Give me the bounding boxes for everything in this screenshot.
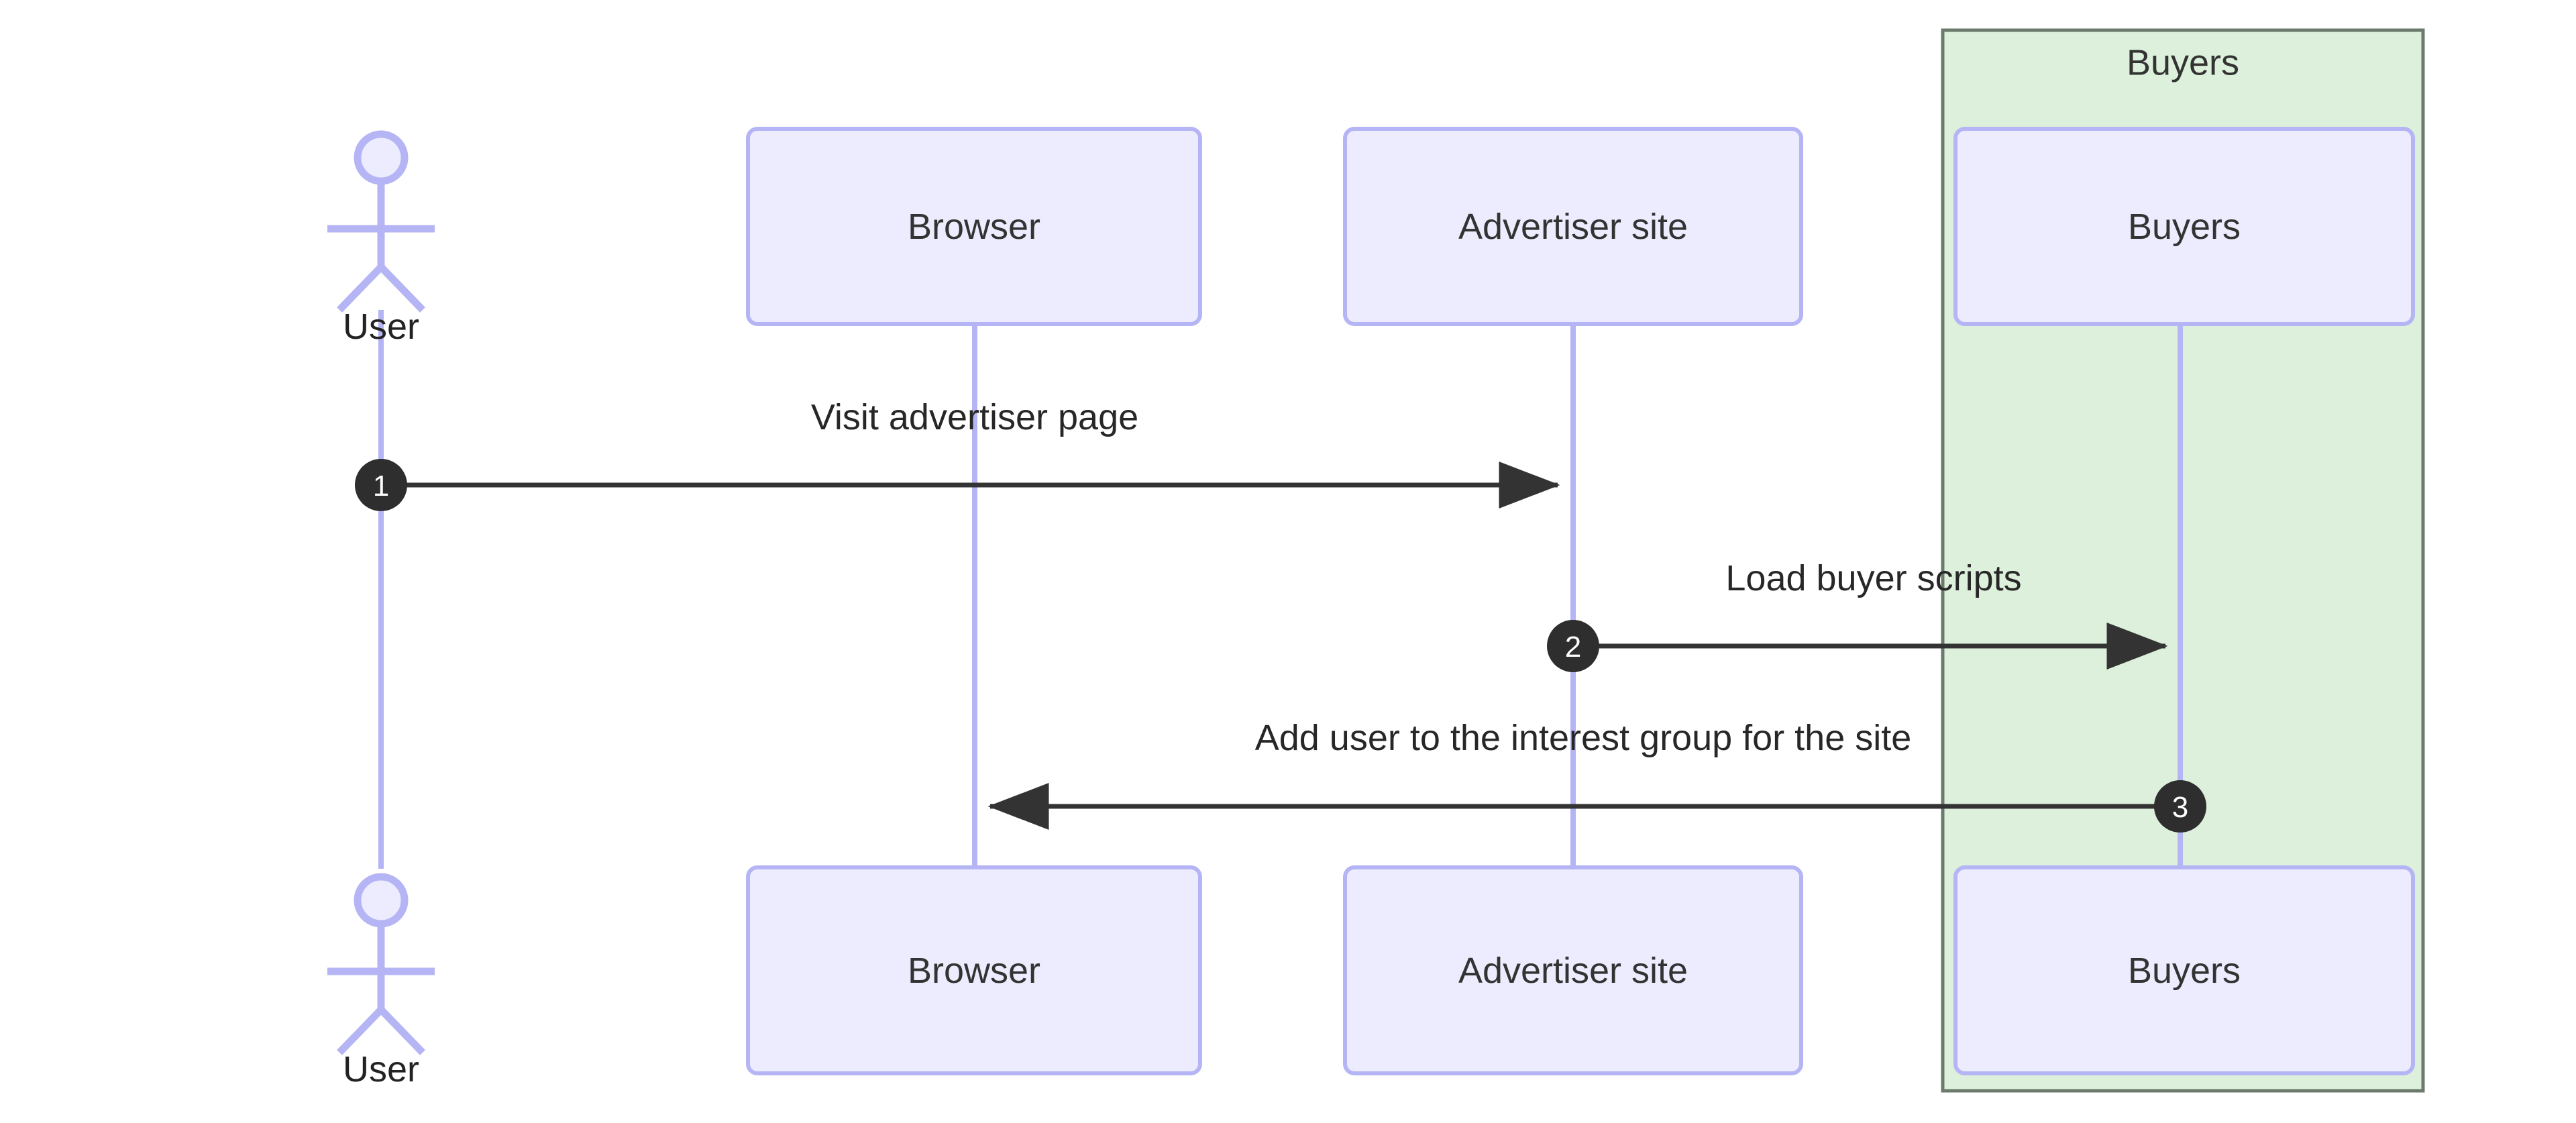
participant-label-buyers-top: Buyers bbox=[2128, 207, 2241, 247]
actor-head-icon bbox=[354, 873, 409, 928]
actor-label-user-top: User bbox=[343, 307, 419, 347]
participant-label-advertiser-top: Advertiser site bbox=[1458, 207, 1688, 247]
participant-box-rect bbox=[1343, 127, 1803, 326]
participant-buyers-bottom[interactable]: Buyers bbox=[1953, 865, 2415, 1075]
participant-box-rect bbox=[1343, 865, 1803, 1075]
participant-advertiser-top[interactable]: Advertiser site bbox=[1343, 127, 1803, 326]
actor-leg-right-icon bbox=[378, 1007, 425, 1055]
message-label-1: Visit advertiser page bbox=[811, 397, 1138, 437]
participant-box-rect bbox=[1953, 865, 2415, 1075]
participant-box-rect bbox=[746, 865, 1202, 1075]
message-label-2: Load buyer scripts bbox=[1725, 558, 2021, 598]
message-3[interactable]: Add user to the interest group for the s… bbox=[987, 718, 2206, 833]
message-marker-3 bbox=[2154, 780, 2206, 833]
group-box-label: Buyers bbox=[2127, 42, 2239, 83]
actor-user-bottom[interactable]: User bbox=[327, 873, 435, 1089]
message-label-3: Add user to the interest group for the s… bbox=[1255, 718, 1912, 758]
participant-buyers-top[interactable]: Buyers bbox=[1953, 127, 2415, 326]
participant-label-buyers-bottom: Buyers bbox=[2128, 951, 2241, 991]
message-marker-2 bbox=[1547, 620, 1599, 672]
actor-leg-left-icon bbox=[337, 264, 384, 313]
participant-label-advertiser-bottom: Advertiser site bbox=[1458, 951, 1688, 991]
participant-box-rect bbox=[746, 127, 1202, 326]
participant-label-browser-top: Browser bbox=[908, 207, 1040, 247]
message-marker-1 bbox=[355, 459, 407, 511]
message-number-2: 2 bbox=[1565, 631, 1581, 663]
participant-browser-top[interactable]: Browser bbox=[746, 127, 1202, 326]
actor-leg-left-icon bbox=[337, 1007, 384, 1055]
participant-box-rect bbox=[1953, 127, 2415, 326]
message-2[interactable]: Load buyer scripts 2 bbox=[1547, 558, 2168, 672]
message-number-1: 1 bbox=[373, 470, 389, 502]
participant-label-browser-bottom: Browser bbox=[908, 951, 1040, 991]
actor-head-icon bbox=[354, 130, 409, 185]
lifelines bbox=[378, 310, 2183, 869]
participant-browser-bottom[interactable]: Browser bbox=[746, 865, 1202, 1075]
actor-user-top[interactable]: User bbox=[327, 130, 435, 347]
participant-advertiser-bottom[interactable]: Advertiser site bbox=[1343, 865, 1803, 1075]
message-1[interactable]: Visit advertiser page 1 bbox=[355, 397, 1560, 511]
actor-label-user-bottom: User bbox=[343, 1049, 419, 1089]
message-number-3: 3 bbox=[2172, 791, 2188, 824]
actor-leg-right-icon bbox=[378, 264, 425, 313]
